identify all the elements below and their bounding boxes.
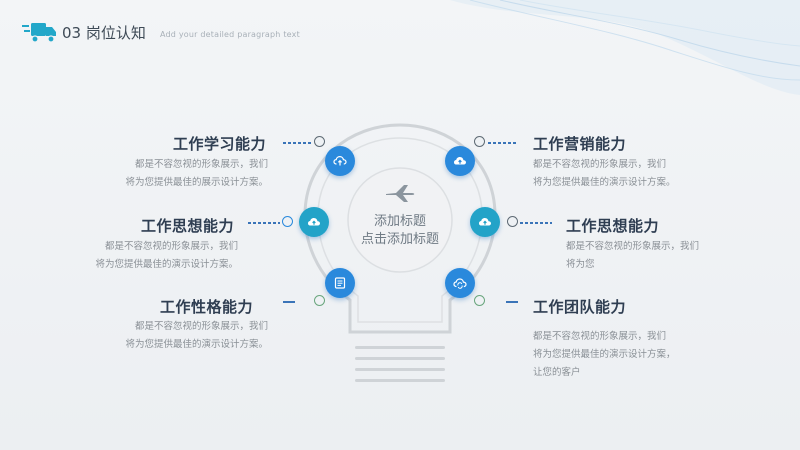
desc-line: 将为您提供最佳的演示设计方案。: [125, 339, 268, 350]
desc-line: 将为您: [566, 259, 595, 270]
center-title-line2: 点击添加标题: [360, 232, 439, 247]
cloud-sync-icon: [453, 278, 467, 289]
ability-marketing-desc: 都是不容忽视的形象展示，我们 将为您提供最佳的演示设计方案。: [533, 156, 676, 192]
desc-line: 都是不容忽视的形象展示，我们: [566, 241, 700, 252]
ability-thinking-right-desc: 都是不容忽视的形象展示，我们 将为您: [566, 238, 699, 274]
ability-thinking-left-desc: 都是不容忽视的形象展示，我们 将为您提供最佳的演示设计方案。: [60, 238, 238, 274]
ability-thinking-right-title: 工作思想能力: [566, 217, 660, 235]
cloud-up-arrow-icon: [308, 218, 320, 226]
ability-marketing-title: 工作营销能力: [533, 135, 627, 153]
ability-thinking-left-title: 工作思想能力: [140, 217, 234, 235]
ability-character-node[interactable]: [325, 268, 355, 298]
desc-line: 让您的客户: [533, 367, 581, 378]
desc-line: 都是不容忽视的形象展示，我们: [134, 159, 268, 170]
cloud-up-arrow-icon: [479, 218, 491, 226]
ability-character-title: 工作性格能力: [159, 298, 253, 316]
airplane-icon: [386, 185, 415, 202]
ability-study-title: 工作学习能力: [172, 135, 266, 153]
page-title: 03 岗位认知: [62, 24, 146, 42]
desc-line: 将为您提供最佳的演示设计方案。: [533, 177, 676, 188]
connector-dot: [474, 136, 485, 147]
cloud-upload-icon: [333, 155, 347, 166]
ability-team-title: 工作团队能力: [533, 298, 627, 316]
connector-line: [506, 301, 518, 303]
connector-dot: [474, 295, 485, 306]
ability-character-desc: 都是不容忽视的形象展示，我们 将为您提供最佳的演示设计方案。: [90, 318, 268, 354]
connector-line: [283, 142, 313, 144]
connector-dot: [282, 216, 293, 227]
desc-line: 将为您提供最佳的演示设计方案。: [95, 259, 238, 270]
connector-dot: [314, 295, 325, 306]
connector-line: [520, 222, 552, 224]
ability-thinking-left-node[interactable]: [299, 207, 329, 237]
ability-marketing-node[interactable]: [445, 146, 475, 176]
page-subtitle: Add your detailed paragraph text: [160, 30, 300, 39]
connector-line: [248, 222, 280, 224]
document-icon: [334, 277, 346, 289]
desc-line: 将为您提供最佳的展示设计方案。: [125, 177, 268, 188]
delivery-truck-icon: [22, 23, 56, 43]
connector-line: [488, 142, 516, 144]
connector-line: [283, 301, 295, 303]
ability-study-node[interactable]: [325, 146, 355, 176]
cloud-upload-icon: [454, 157, 466, 165]
desc-line: 都是不容忽视的形象展示，我们: [134, 321, 268, 332]
desc-line: 都是不容忽视的形象展示，我们: [104, 241, 238, 252]
ability-team-desc: 都是不容忽视的形象展示，我们 将为您提供最佳的演示设计方案， 让您的客户: [533, 328, 676, 382]
desc-line: 将为您提供最佳的演示设计方案，: [533, 349, 676, 360]
connector-dot: [507, 216, 518, 227]
connector-dot: [314, 136, 325, 147]
center-title-line1: 添加标题: [373, 214, 426, 229]
desc-line: 都是不容忽视的形象展示，我们: [533, 331, 667, 342]
ability-thinking-right-node[interactable]: [470, 207, 500, 237]
center-title: 添加标题 点击添加标题: [348, 213, 452, 249]
desc-line: 都是不容忽视的形象展示，我们: [533, 159, 667, 170]
ability-team-node[interactable]: [445, 268, 475, 298]
ability-study-desc: 都是不容忽视的形象展示，我们 将为您提供最佳的展示设计方案。: [90, 156, 268, 192]
